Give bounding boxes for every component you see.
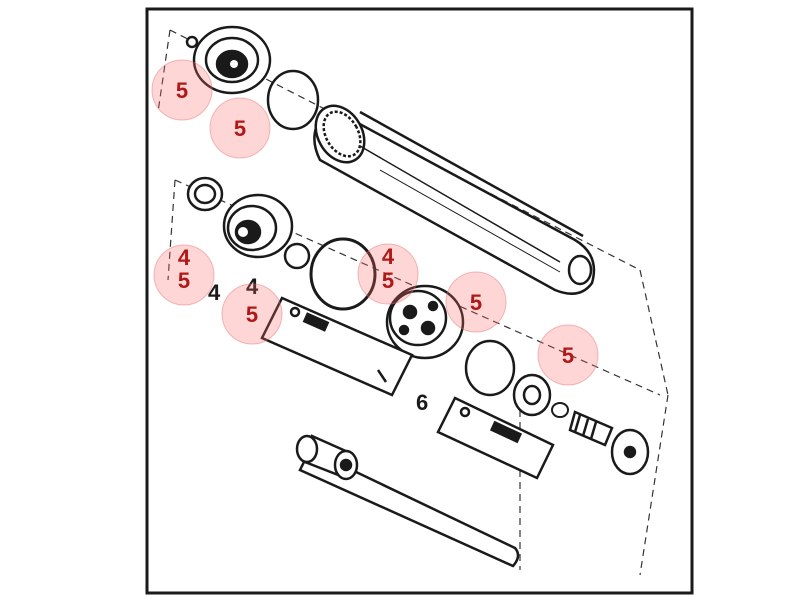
highlight-marker-7-label: 5	[562, 343, 574, 368]
seal-kit-card-2	[436, 396, 555, 480]
o-ring-large-mid	[309, 237, 377, 311]
highlight-marker-2: 5	[209, 97, 271, 159]
part-label-4-middle: 4	[246, 274, 259, 299]
highlight-marker-5-label-bottom: 5	[382, 268, 394, 293]
seal-kit-card-1	[260, 296, 414, 397]
o-ring-small-left	[283, 242, 311, 270]
washer	[512, 373, 552, 417]
piston-rod	[295, 434, 520, 568]
diagram-frame	[145, 7, 694, 595]
wiper-seal	[186, 176, 224, 212]
highlight-marker-3-label-bottom: 5	[178, 268, 190, 293]
highlight-marker-7: 5	[537, 324, 599, 386]
small-seal-right	[551, 402, 569, 418]
highlight-marker-5-label-top: 4	[382, 244, 395, 269]
highlight-marker-1-label: 5	[176, 78, 188, 103]
gland-nut	[222, 193, 294, 259]
end-cap-upper	[185, 25, 272, 95]
highlight-marker-5: 4 5	[357, 243, 419, 305]
highlight-marker-6: 5	[445, 271, 507, 333]
cylinder-tube	[313, 104, 596, 295]
highlight-marker-6-label: 5	[470, 290, 482, 315]
highlight-marker-1: 5	[151, 59, 213, 121]
part-label-4-left: 4	[208, 280, 221, 305]
highlight-marker-3: 4 5	[153, 244, 215, 306]
piston-bolt	[568, 410, 650, 476]
part-label-6: 6	[416, 390, 428, 415]
highlight-marker-4: 5	[221, 283, 283, 345]
highlight-marker-2-label: 5	[234, 116, 246, 141]
o-ring-upper	[266, 69, 320, 131]
piston	[385, 284, 465, 360]
highlight-marker-4-label: 5	[246, 302, 258, 327]
o-ring-piston	[464, 339, 516, 397]
highlight-marker-3-label-top: 4	[178, 245, 191, 270]
